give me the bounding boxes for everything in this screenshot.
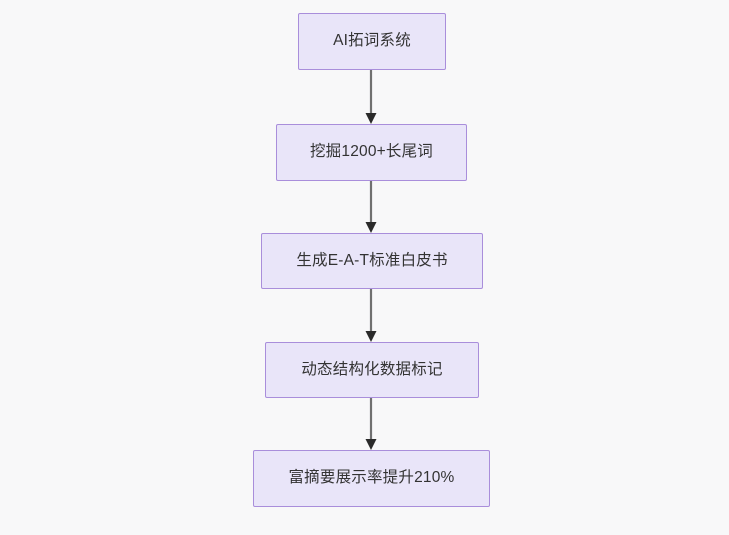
flow-edge-n1-n2 xyxy=(361,70,381,124)
flow-node-structured-data-markup[interactable]: 动态结构化数据标记 xyxy=(265,342,479,398)
flow-node-label: 挖掘1200+长尾词 xyxy=(309,143,434,161)
flow-node-ai-keyword-system[interactable]: AI拓词系统 xyxy=(298,13,446,70)
flow-node-label: AI拓词系统 xyxy=(333,32,411,50)
flow-edge-n2-n3 xyxy=(361,181,381,233)
flow-node-rich-snippet-result[interactable]: 富摘要展示率提升210% xyxy=(253,450,490,507)
flow-node-label: 生成E-A-T标准白皮书 xyxy=(296,251,448,269)
flow-edge-n4-n5 xyxy=(361,398,381,450)
flow-node-eat-whitepaper[interactable]: 生成E-A-T标准白皮书 xyxy=(261,233,483,289)
flow-node-label: 富摘要展示率提升210% xyxy=(288,469,455,487)
flow-edge-n3-n4 xyxy=(361,289,381,342)
flow-node-label: 动态结构化数据标记 xyxy=(301,360,443,378)
flow-node-longtail-mining[interactable]: 挖掘1200+长尾词 xyxy=(276,124,467,181)
